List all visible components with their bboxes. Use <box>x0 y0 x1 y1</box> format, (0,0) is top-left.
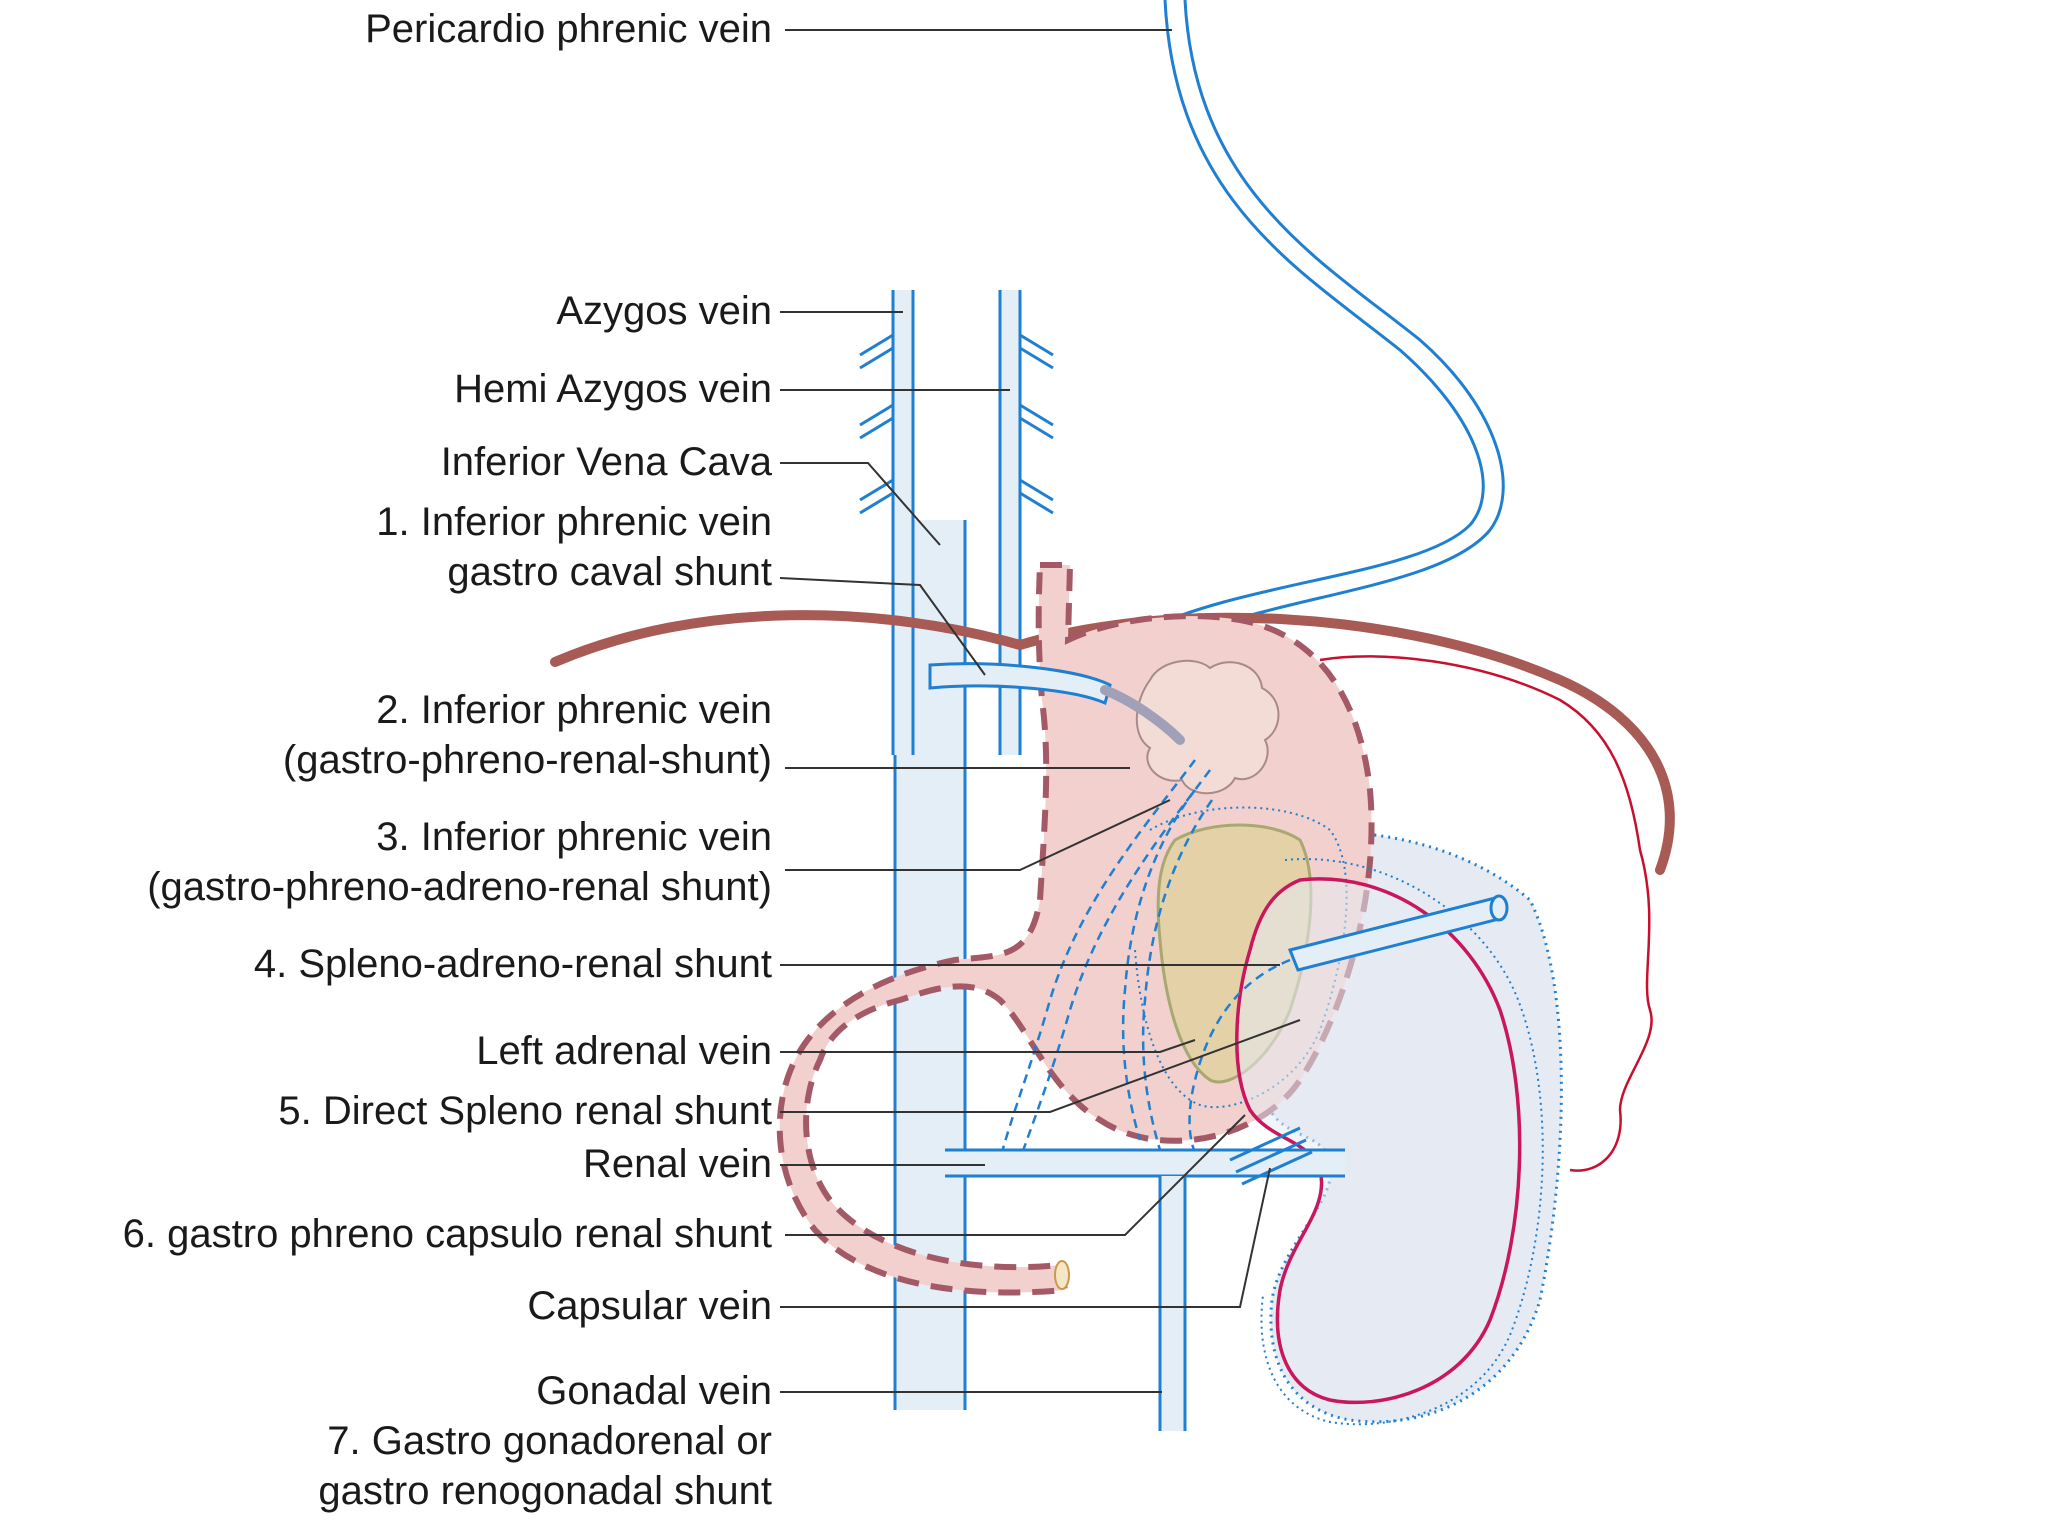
label-gastro-caval-shunt: 1. Inferior phrenic vein gastro caval sh… <box>376 500 772 594</box>
capsular-vein-vessel <box>1229 1126 1313 1186</box>
label-gastro-phreno-adreno-renal-shunt: 3. Inferior phrenic vein (gastro-phreno-… <box>147 815 772 909</box>
azygos-vein-vessel <box>859 290 915 755</box>
label-capsular-vein: Capsular vein <box>527 1284 772 1328</box>
leader-left-adrenal <box>780 1039 1196 1053</box>
label-gastro-phreno-capsulo-renal-shunt: 6. gastro phreno capsulo renal shunt <box>122 1212 772 1256</box>
leader-direct-spleno-renal <box>780 1019 1301 1113</box>
leader-capsular <box>780 1167 1271 1308</box>
splenic-capsule-line <box>1319 655 1653 1172</box>
label-azygos-vein: Azygos vein <box>556 289 772 333</box>
label-gastro-phreno-renal-shunt: 2. Inferior phrenic vein (gastro-phreno-… <box>282 688 772 782</box>
leader-gastro-caval <box>779 577 986 676</box>
label-pericardio-phrenic-vein: Pericardio phrenic vein <box>365 7 772 51</box>
label-renal-vein: Renal vein <box>582 1142 772 1186</box>
label-hemi-azygos-vein: Hemi Azygos vein <box>454 367 772 411</box>
leader-gastro-phreno-capsulo-renal <box>785 1114 1246 1236</box>
renal-vein-vessel <box>945 1148 1345 1178</box>
leader-gastro-phreno-adreno-renal <box>785 799 1171 871</box>
splenic-vein-vessel <box>1287 894 1509 972</box>
leader-ivc <box>780 462 941 546</box>
gonadal-vein-vessel <box>1158 1176 1187 1431</box>
label-inferior-vena-cava: Inferior Vena Cava <box>440 440 772 484</box>
label-gastro-gonadorenal-shunt: 7. Gastro gonadorenal or gastro renogona… <box>318 1419 772 1513</box>
label-direct-spleno-renal-shunt: 5. Direct Spleno renal shunt <box>278 1089 772 1133</box>
diaphragm <box>550 610 1675 875</box>
dashed-shunt-veins <box>998 759 1291 1166</box>
gastro-caval-shunt-vessel <box>928 662 1185 745</box>
label-gonadal-vein: Gonadal vein <box>536 1369 772 1413</box>
gastric-varices <box>1135 659 1280 795</box>
label-spleno-adreno-renal-shunt: 4. Spleno-adreno-renal shunt <box>253 942 772 986</box>
label-left-adrenal-vein: Left adrenal vein <box>476 1029 772 1073</box>
leader-lines <box>779 29 1301 1393</box>
